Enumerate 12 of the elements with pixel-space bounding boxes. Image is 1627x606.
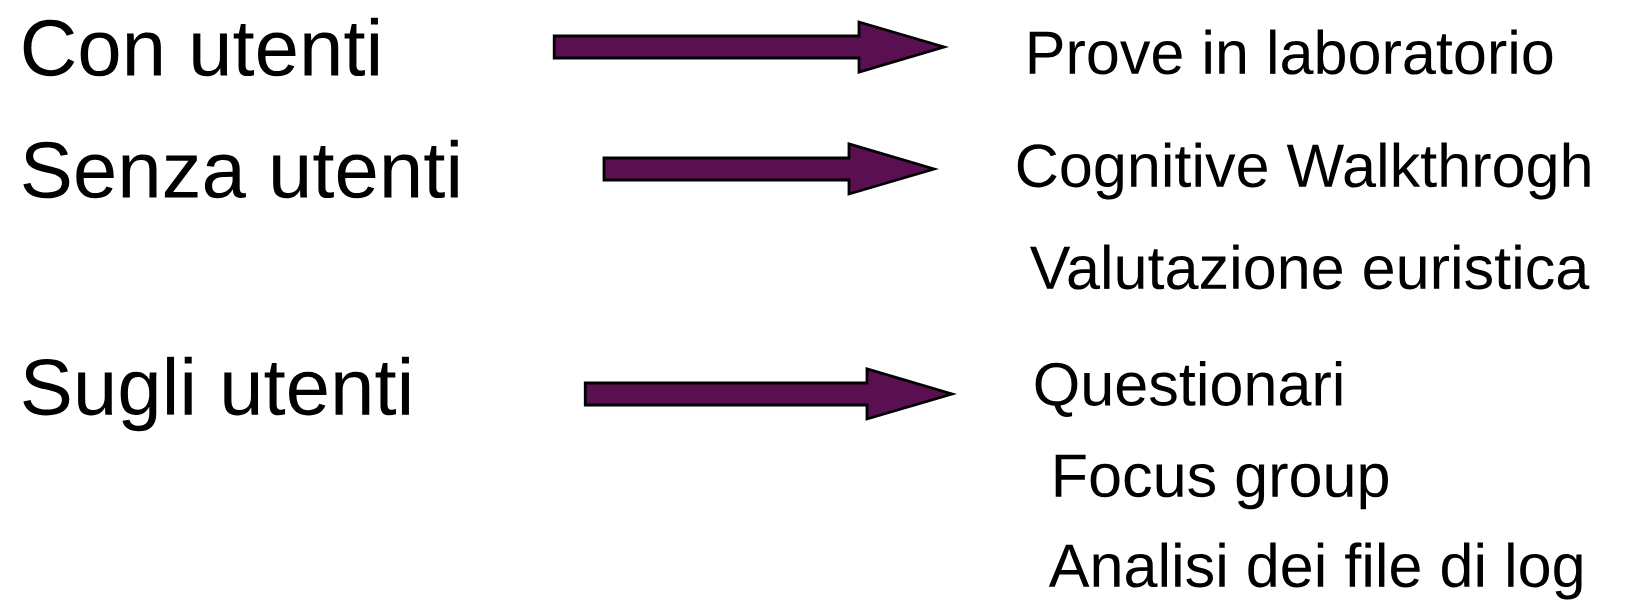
text-label: Prove in laboratorio xyxy=(1029,29,1553,75)
text-label: Valutazione euristica xyxy=(1030,244,1590,290)
text-label: Cognitive Walkthrogh xyxy=(1017,142,1590,200)
block-arrow xyxy=(552,20,949,74)
block-arrow xyxy=(602,142,939,196)
text-label: Sugli utenti xyxy=(23,356,409,432)
text-label: Analisi dei file di log xyxy=(1048,542,1582,600)
text-label: Con utenti xyxy=(23,17,378,77)
text-label: Senza utenti xyxy=(23,139,458,199)
block-arrow xyxy=(583,367,957,421)
text-label: Focus group xyxy=(1055,454,1388,510)
text-label: Questionari xyxy=(1035,361,1342,417)
